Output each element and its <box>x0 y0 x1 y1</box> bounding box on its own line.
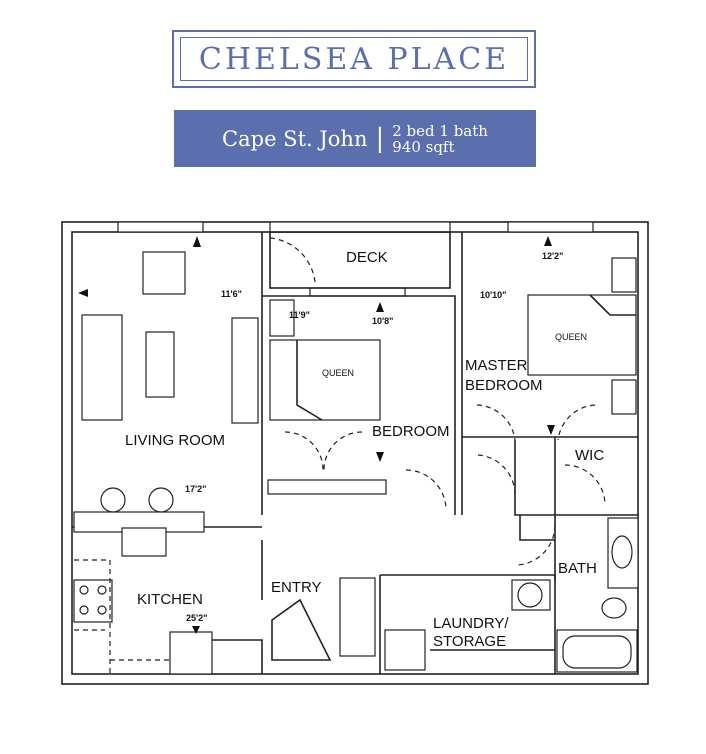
entry-door <box>271 598 332 661</box>
water-heater <box>384 629 426 671</box>
property-title: CHELSEA PLACE <box>198 41 510 77</box>
burners <box>79 585 107 615</box>
unit-name: Cape St. John <box>222 126 368 151</box>
nightstand <box>269 299 295 337</box>
master-label: MASTER <box>465 357 528 374</box>
master-bed-sheet <box>589 294 636 316</box>
banner-separator: | <box>375 123 385 154</box>
bed-sheet <box>296 340 323 421</box>
unit-details: 2 bed 1 bath 940 sqft <box>392 123 488 155</box>
bedroom-length-dim: 10'8" <box>372 316 393 326</box>
deck-wall <box>269 231 451 289</box>
square-footage: 940 sqft <box>392 137 455 156</box>
counter-outline <box>74 559 170 675</box>
master-width-dim: 10'10" <box>480 290 506 300</box>
bath-label: BATH <box>558 560 597 577</box>
deck-door-swing <box>269 237 316 283</box>
bathtub-basin <box>562 635 632 669</box>
laundry-label: LAUNDRY/ <box>433 615 509 632</box>
refrigerator <box>169 631 213 675</box>
kitchen-sink <box>121 527 167 557</box>
stove <box>73 579 113 623</box>
dimension-arrows <box>78 236 555 634</box>
living-width-dim: 11'6" <box>221 289 242 299</box>
sink <box>611 535 633 569</box>
master-nightstand <box>611 257 637 293</box>
queen-bed <box>269 339 381 421</box>
laundry-walls <box>379 574 556 674</box>
closet <box>267 479 387 495</box>
toilet <box>601 597 627 619</box>
wic-label: WIC <box>575 447 604 464</box>
coat-closet <box>339 577 376 657</box>
unit-banner: Cape St. John | 2 bed 1 bath 940 sqft <box>174 110 536 167</box>
living-length-dim: 17'2" <box>185 484 206 494</box>
title-inner-frame: CHELSEA PLACE <box>180 37 528 81</box>
beds-baths: 2 bed 1 bath <box>392 121 488 140</box>
title-box: CHELSEA PLACE <box>172 30 536 88</box>
closet-door-swing <box>284 431 363 471</box>
master-queen-bed <box>527 294 637 376</box>
bar-stool <box>148 487 174 513</box>
interior-walls <box>72 232 456 528</box>
bedroom-door-swing <box>405 469 447 511</box>
bedroom-label: BEDROOM <box>372 423 450 440</box>
bedroom-width-dim: 11'9" <box>289 310 310 320</box>
master-bedroom-label: BEDROOM <box>465 377 543 394</box>
master-length-dim: 12'2" <box>542 251 563 261</box>
kitchen-dim: 25'2" <box>186 613 207 623</box>
washer-drum <box>517 582 543 608</box>
living-room-label: LIVING ROOM <box>125 432 225 449</box>
bed-label: QUEEN <box>322 368 354 378</box>
entry-label: ENTRY <box>271 579 322 596</box>
wic-bath-walls <box>514 437 638 580</box>
living-furniture <box>81 251 259 424</box>
master-walls <box>461 232 638 515</box>
bar-stool <box>100 487 126 513</box>
master-door-swings <box>476 404 596 441</box>
bath-door-swings <box>477 454 606 566</box>
storage-label: STORAGE <box>433 633 506 650</box>
master-bed-label: QUEEN <box>555 332 587 342</box>
kitchen-walls <box>212 540 263 674</box>
deck-label: DECK <box>346 249 388 266</box>
kitchen-label: KITCHEN <box>137 591 203 608</box>
master-nightstand-2 <box>611 379 637 415</box>
